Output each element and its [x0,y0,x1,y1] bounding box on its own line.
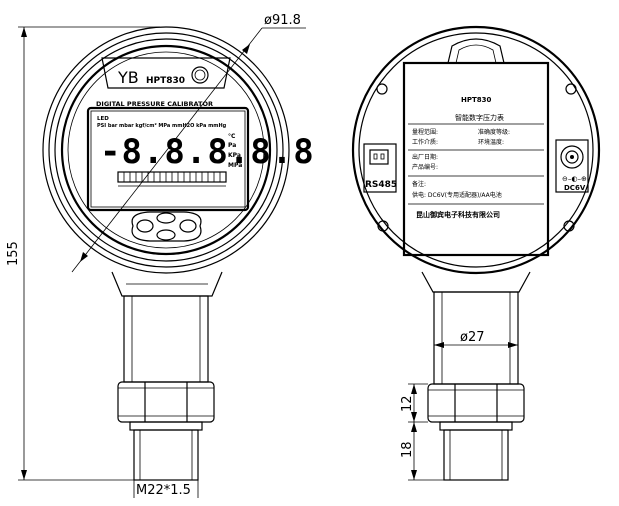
back-neck [421,271,531,293]
lcd-side-units: °C Pa KPa MPa [228,133,242,169]
front-thread [133,429,199,481]
rs485-label: RS485 [365,180,397,190]
lcd-bargraph-segments [123,172,221,182]
stem-diameter-label: ø27 [460,330,485,345]
lcd-screen [86,106,250,212]
lcd-units-row: PSI bar mbar kgf/cm² MPa mmH2O kPa mmHg [97,123,227,129]
label-date: 出厂日期: [412,153,438,161]
brand-plate [101,57,231,89]
lcd-unit-4: MPa [228,162,242,169]
mount-hole-top-right [565,83,577,95]
front-stem [123,295,209,383]
key-left[interactable] [136,219,154,233]
front-bezel [54,38,278,262]
mount-hole-bottom-left [377,220,389,232]
label-serial: 产品编号: [412,163,438,171]
mount-hole-top-left [376,83,388,95]
key-up[interactable] [156,212,176,224]
dc-jack [555,139,589,193]
dc-polarity-icon: ⊖–◐–⊕ [562,175,587,183]
face-diameter-label: ø91.8 [264,13,301,28]
keypad [131,211,202,242]
front-model: HPT830 [146,76,185,86]
diameter-leader [71,27,263,273]
lcd-digits: -8.8.8.8.8 [100,132,315,172]
thread-spec-label: M22*1.5 [136,483,191,498]
back-model: HPT830 [461,96,492,104]
brand-plate-screw [191,66,209,84]
key-right[interactable] [179,219,197,233]
keypad-body [131,211,202,242]
thread-length-label: 18 [400,441,415,458]
back-thread [443,429,509,481]
label-power: 供电: DC6V(专用适配器)/AA电池 [412,191,502,199]
brand-logo: YB [117,68,139,87]
label-ambient-temp: 环境温度: [478,138,504,146]
rs485-port [363,143,397,193]
front-thread-collar [129,421,203,431]
key-down[interactable] [156,229,176,241]
back-view: HPT830 智能数字压力表 量程范围: 准确度等级: 工作介质: 环境温度: … [351,25,601,481]
back-case-inner [358,32,594,268]
label-accuracy: 准确度等级: [478,128,510,136]
back-case-outer [351,25,601,275]
front-face-edge [67,51,265,249]
height-dimension-label: 155 [6,241,21,266]
nut-height-label: 12 [400,395,415,412]
nameplate [402,61,550,257]
lcd-indicator: LED [97,116,109,122]
back-thread-collar [439,421,513,431]
front-bezel-inner [60,44,272,256]
hanging-loop [447,38,505,64]
lcd-unit-1: °C [228,133,236,140]
product-name: 智能数字压力表 [455,113,504,122]
label-medium: 工作介质: [412,138,438,146]
label-remarks: 备注: [412,180,426,188]
mount-hole-bottom-right [563,220,575,232]
lcd-unit-3: KPa [228,152,241,159]
lcd-title: DIGITAL PRESSURE CALIBRATOR [96,100,213,108]
manufacturer: 昆山御宾电子科技有限公司 [416,210,500,219]
front-case-outer [42,26,290,274]
front-view: YB HPT830 DIGITAL PRESSURE CALIBRATOR LE… [6,13,315,498]
front-case-rim [48,32,284,268]
label-range: 量程范围: [412,128,438,136]
dc-jack-label: DC6V [564,184,586,192]
lcd-unit-2: Pa [228,142,236,149]
